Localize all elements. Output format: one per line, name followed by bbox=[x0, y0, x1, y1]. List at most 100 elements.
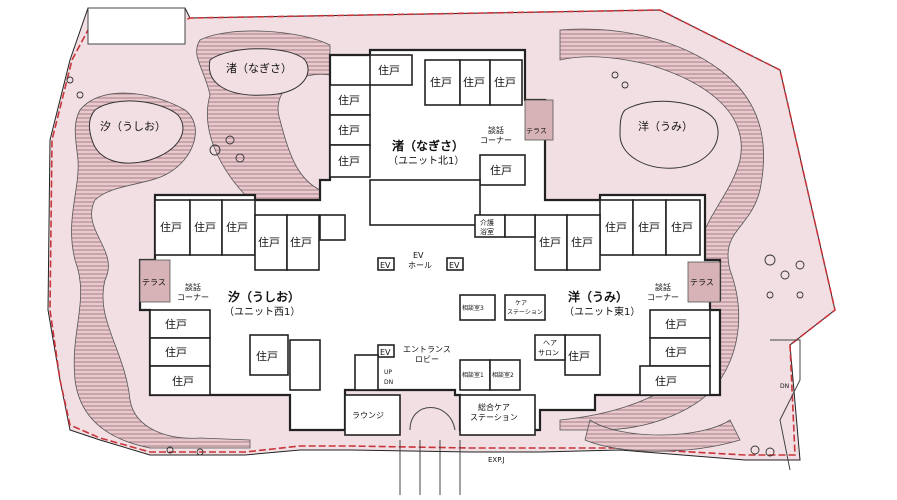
consult2-room[interactable] bbox=[489, 359, 521, 391]
ev-entrance[interactable] bbox=[377, 344, 395, 358]
dwelling-w2[interactable] bbox=[189, 199, 223, 256]
hair-salon[interactable] bbox=[534, 334, 566, 361]
lounge-west-l2: コーナー bbox=[177, 293, 209, 302]
ev-east-label: EV bbox=[449, 261, 460, 270]
site-corner bbox=[87, 7, 186, 45]
dwelling-n7-label: 住戸 bbox=[338, 154, 360, 168]
garden-lawn-umi bbox=[619, 100, 719, 169]
dwelling-e4[interactable] bbox=[534, 214, 568, 271]
dwelling-e5[interactable] bbox=[566, 214, 601, 271]
terrace-east[interactable] bbox=[687, 261, 721, 303]
service-core-west[interactable] bbox=[289, 339, 321, 391]
garden-lawn-nagisa bbox=[208, 48, 309, 96]
garden-label-nagisa: 渚（なぎさ） bbox=[226, 61, 292, 75]
unit-north-sub: （ユニット北1） bbox=[388, 155, 464, 167]
dwelling-w6[interactable] bbox=[149, 309, 211, 339]
unit-east-name: 洋（うみ） bbox=[568, 289, 628, 304]
terrace-north[interactable] bbox=[524, 99, 554, 141]
dwelling-w8[interactable] bbox=[149, 365, 211, 396]
consult1-room[interactable] bbox=[459, 359, 491, 391]
care-station-main-l2: ステーション bbox=[470, 413, 518, 422]
lounge-north-l1: 談話 bbox=[488, 125, 504, 135]
dwelling-w4-label: 住戸 bbox=[258, 235, 280, 249]
dwelling-n8[interactable] bbox=[479, 154, 526, 186]
dwelling-e5-label: 住戸 bbox=[571, 235, 593, 249]
ev-entrance-label: EV bbox=[380, 348, 391, 357]
dwelling-w1-label: 住戸 bbox=[160, 220, 182, 234]
dwelling-n2-label: 住戸 bbox=[430, 75, 452, 89]
dwelling-w7-label: 住戸 bbox=[165, 345, 187, 359]
lounge-room[interactable] bbox=[344, 394, 401, 436]
hair-salon-l1: ヘア bbox=[543, 339, 557, 347]
lounge-east-l2: コーナー bbox=[647, 293, 679, 302]
dwelling-n3-label: 住戸 bbox=[463, 75, 485, 89]
unit-west-name: 汐（うしお） bbox=[228, 289, 300, 304]
ev-east[interactable] bbox=[446, 257, 464, 271]
dwelling-w5[interactable] bbox=[286, 214, 320, 271]
dwelling-n4[interactable] bbox=[489, 59, 523, 106]
unit-north-name: 渚（なぎさ） bbox=[392, 138, 464, 153]
east-ramp bbox=[770, 339, 801, 471]
dwelling-n3[interactable] bbox=[459, 59, 491, 106]
terrace-west-label: テラス bbox=[142, 278, 166, 287]
dwelling-e9[interactable] bbox=[564, 334, 601, 376]
dwelling-e2-label: 住戸 bbox=[638, 220, 660, 234]
dwelling-e8[interactable] bbox=[639, 365, 711, 396]
station-east-l2: ステーション bbox=[507, 309, 543, 316]
care-station-main[interactable] bbox=[459, 394, 536, 436]
dwelling-e4-label: 住戸 bbox=[539, 235, 561, 249]
dwelling-n7[interactable] bbox=[329, 144, 371, 178]
dwelling-e1[interactable] bbox=[599, 199, 634, 256]
garden-lawn-ushio bbox=[88, 100, 184, 164]
ev-west-label: EV bbox=[380, 261, 391, 270]
dwelling-n5-label: 住戸 bbox=[338, 93, 360, 107]
unit-east-sub: （ユニット東1） bbox=[564, 305, 640, 318]
consult3-room[interactable] bbox=[459, 294, 496, 321]
care-bath-l1: 介護 bbox=[480, 218, 494, 227]
dwelling-e7-label: 住戸 bbox=[665, 345, 687, 359]
dwelling-w3-label: 住戸 bbox=[226, 220, 248, 234]
ev-west[interactable] bbox=[377, 257, 395, 271]
dwelling-n8-label: 住戸 bbox=[490, 163, 512, 177]
dwelling-w9[interactable] bbox=[249, 334, 289, 376]
dwelling-w3[interactable] bbox=[221, 199, 256, 256]
site-boundary bbox=[49, 9, 836, 456]
dwelling-e9-label: 住戸 bbox=[568, 349, 590, 363]
terrace-west[interactable] bbox=[139, 259, 171, 303]
stair-west[interactable] bbox=[354, 354, 379, 391]
lounge-room-label: ラウンジ bbox=[352, 411, 384, 420]
station-east-l1: ケア bbox=[515, 300, 527, 307]
dwelling-n6-label: 住戸 bbox=[338, 123, 360, 137]
dwelling-w6-label: 住戸 bbox=[165, 317, 187, 331]
lounge-west-l1: 談話 bbox=[185, 282, 201, 292]
dwelling-n1[interactable] bbox=[369, 54, 413, 86]
entrance-walkway bbox=[399, 440, 461, 495]
entrance-canopy bbox=[409, 407, 456, 431]
entrance-l2: ロビー bbox=[415, 355, 439, 364]
hair-salon-l2: サロン bbox=[538, 349, 559, 357]
dwelling-n1-label: 住戸 bbox=[378, 63, 400, 77]
garden-deck-west bbox=[71, 92, 251, 449]
dwelling-w5-label: 住戸 bbox=[290, 235, 312, 249]
care-bath-l2: 浴室 bbox=[480, 227, 494, 236]
lounge-east-l1: 談話 bbox=[655, 282, 671, 292]
core-north[interactable] bbox=[369, 179, 481, 226]
entrance-l1: エントランス bbox=[403, 345, 451, 354]
dwelling-e1-label: 住戸 bbox=[605, 220, 627, 234]
dn-label: DN bbox=[384, 379, 393, 386]
dwelling-e3-label: 住戸 bbox=[671, 220, 693, 234]
ev-hall-l1: EV bbox=[413, 251, 424, 260]
service-east[interactable] bbox=[504, 214, 536, 238]
service-west[interactable] bbox=[319, 214, 346, 241]
dwelling-w9-label: 住戸 bbox=[256, 349, 278, 363]
consult1-label: 相談室1 bbox=[462, 371, 484, 379]
dwelling-e3[interactable] bbox=[665, 199, 701, 256]
garden-deck-south bbox=[584, 419, 741, 452]
care-station-east[interactable] bbox=[504, 294, 546, 321]
ev-hall-l2: ホール bbox=[408, 261, 432, 270]
consult3-label: 相談室3 bbox=[462, 304, 484, 312]
dwelling-e8-label: 住戸 bbox=[655, 374, 677, 388]
garden-label-umi: 洋（うみ） bbox=[638, 119, 693, 133]
care-station-main-l1: 総合ケア bbox=[478, 402, 510, 412]
